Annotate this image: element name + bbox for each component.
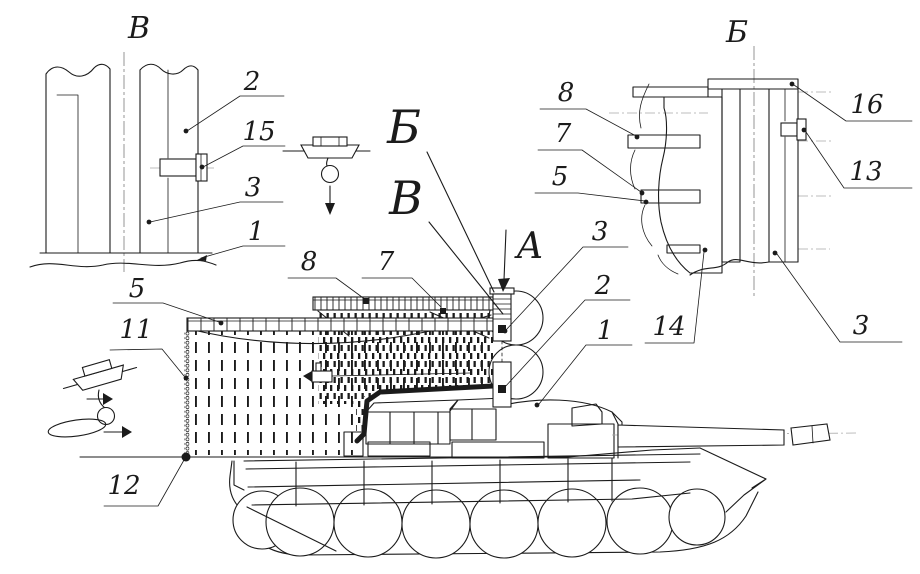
break-line <box>29 259 217 268</box>
callout-2: 2 <box>594 271 612 301</box>
detail-V-callout-15: 15 <box>242 117 275 147</box>
mesh-strip-top <box>632 86 709 98</box>
detail-B-callout-14: 14 <box>652 312 685 342</box>
era-grid-front <box>547 423 615 459</box>
detail-B-callout-16: 16 <box>850 90 883 120</box>
detail-V-callout-1: 1 <box>248 217 265 247</box>
upper-rail <box>312 296 494 311</box>
lower-roller <box>488 344 544 400</box>
mesh-strip-8 <box>627 134 701 149</box>
top-cap <box>707 78 799 90</box>
callout-5: 5 <box>129 274 146 304</box>
section-marker-V: В <box>388 171 423 225</box>
detail-V-callout-3: 3 <box>245 173 262 203</box>
outer-tube-wall <box>768 88 799 263</box>
gun-barrel <box>611 423 859 448</box>
main-callouts: 8 7 5 11 12 3 2 1 <box>103 217 633 507</box>
right-arrow-icon-2 <box>122 426 132 438</box>
torn-edge <box>630 83 679 275</box>
chain-weight <box>181 452 191 462</box>
detail-B-callout-3: 3 <box>853 311 870 341</box>
protective-screen-assembly <box>181 287 544 462</box>
mesh-strip-14 <box>666 244 701 254</box>
outer-tube-wall-left <box>45 63 111 254</box>
grenade-ball <box>320 164 340 184</box>
collar-block <box>657 96 723 274</box>
tank-side-view <box>79 397 859 559</box>
detail-V-callout-2: 2 <box>243 67 261 97</box>
outer-tube-wall-right <box>139 63 199 254</box>
detail-B-callout-7: 7 <box>555 119 572 149</box>
detail-B-callout-8: 8 <box>558 78 575 108</box>
lock-pin <box>159 158 197 177</box>
caught-projectile <box>303 362 471 383</box>
detail-B-callout-5: 5 <box>552 162 569 192</box>
callout-1: 1 <box>597 316 614 346</box>
callout-12: 12 <box>107 471 140 501</box>
callout-7: 7 <box>378 247 395 277</box>
detail-view-B: Б 8 7 5 14 16 13 3 <box>534 15 913 344</box>
section-marker-B: Б <box>386 100 421 154</box>
callout-11: 11 <box>119 315 152 345</box>
callout-8: 8 <box>301 247 318 277</box>
detail-B-callout-13: 13 <box>849 157 882 187</box>
lock-pin-13 <box>780 122 798 137</box>
detail-V-letter: В <box>127 11 150 46</box>
net-lower-edge <box>354 383 496 444</box>
era-grid-left <box>367 441 431 457</box>
callout-3: 3 <box>592 217 609 247</box>
detail-B-letter: Б <box>725 15 748 50</box>
break-line-bottom <box>689 259 799 276</box>
view-direction-arrow <box>498 278 510 292</box>
muzzle-section <box>790 423 831 446</box>
era-grid-mid <box>451 441 545 459</box>
drone-deflect-icon <box>47 359 138 438</box>
view-direction-letter-A: А <box>513 226 543 267</box>
section-markers: Б В А <box>386 100 544 315</box>
road-wheels <box>232 487 726 559</box>
commander-sight-box <box>571 403 603 427</box>
detail-view-V: В 2 15 3 1 <box>29 11 286 272</box>
drone-bomb-icon <box>282 136 371 215</box>
weighted-chain-edge <box>184 331 190 457</box>
lower-rail <box>186 317 494 332</box>
down-arrow-icon <box>325 203 335 215</box>
right-arrow-icon <box>103 393 113 405</box>
turret <box>343 397 623 459</box>
mesh-strip-7-5 <box>640 189 701 204</box>
inner-tube-wall <box>721 88 741 263</box>
